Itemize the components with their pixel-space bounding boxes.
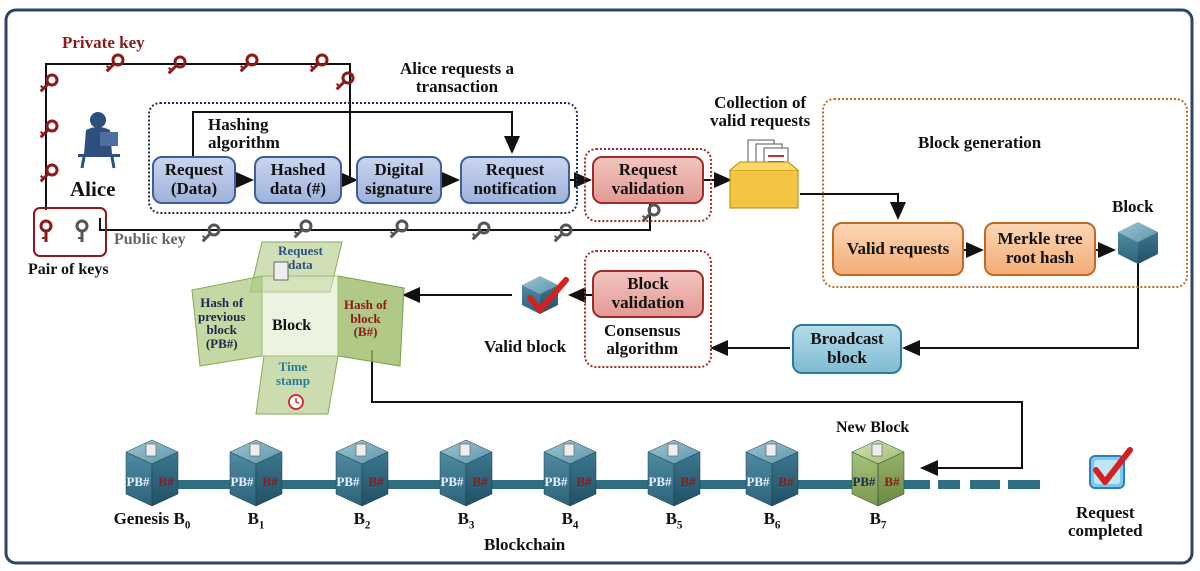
hash-block-label: Hash of block (B#) <box>344 297 387 340</box>
public-key-icon <box>293 219 313 239</box>
chain-block-cube: PB# B# <box>335 439 389 507</box>
b-hash-label: B# <box>884 474 900 489</box>
hash-to-chain-arrow <box>371 350 1023 476</box>
pb-hash-label: PB# <box>648 474 672 489</box>
block-center-label: Block <box>272 317 312 334</box>
merkle-tree-box: Merkle tree root hash <box>984 222 1096 276</box>
private-key-icon <box>105 53 125 73</box>
block-request-data-label: Request data <box>278 243 323 272</box>
private-key-icon <box>39 119 59 139</box>
b-hash-label: B# <box>680 474 696 489</box>
public-key-icon <box>201 223 221 243</box>
blockchain-title: Blockchain <box>484 535 566 554</box>
transaction-group <box>148 102 578 214</box>
chain-block-label: B2 <box>353 509 371 532</box>
request-notification-box: Request notification <box>460 156 570 204</box>
private-key-icon <box>239 53 259 73</box>
hashing-loop-arrow <box>192 111 520 158</box>
public-key-icon <box>553 223 573 243</box>
private-keys <box>39 53 355 242</box>
request-validation-box: Request validation <box>592 156 704 204</box>
pb-hash-label: PB# <box>746 474 770 489</box>
transaction-title: Alice requests a transaction <box>400 59 514 96</box>
valid-requests-box: Valid requests <box>832 222 964 276</box>
private-key-icon <box>39 73 59 93</box>
request-data-box: Request (Data) <box>152 156 236 204</box>
consensus-group <box>584 250 712 368</box>
broadcast-block-box: Broadcast block <box>792 324 902 374</box>
public-key-icon <box>471 221 491 241</box>
block-validation-box: Block validation <box>592 270 704 318</box>
hashed-data-box: Hashed data (#) <box>254 156 342 204</box>
public-keys <box>75 203 661 243</box>
collection-label: Collection of valid requests <box>710 93 811 130</box>
chain-block-label: B7 <box>869 509 887 532</box>
pb-hash-label: PB# <box>440 474 464 489</box>
time-stamp-label: Time stamp <box>276 359 310 388</box>
alice-label: Alice <box>70 177 116 201</box>
consensus-algorithm-label: Consensus algorithm <box>604 321 681 358</box>
private-key-icon <box>39 219 53 242</box>
request-validation-group <box>584 148 712 222</box>
valid-block-icon <box>522 276 569 314</box>
generated-block-icon <box>1118 222 1158 264</box>
block-generation-group <box>822 98 1188 288</box>
blockchain-cubes: PB# B# PB# B# PB# B# PB# B# PB# B# PB# B# PB# B… <box>125 439 905 507</box>
new-block-label: New Block <box>836 419 910 436</box>
pb-hash-label: PB# <box>336 474 360 489</box>
b-hash-label: B# <box>158 474 174 489</box>
chain-block-cube: PB# B# <box>745 439 799 507</box>
request-completed-icon <box>1089 447 1133 489</box>
chain-block-cube: PB# B# <box>647 439 701 507</box>
chain-block-label: B1 <box>247 509 265 532</box>
pb-hash-label: PB# <box>544 474 568 489</box>
b-hash-label: B# <box>778 474 794 489</box>
private-key-icon <box>309 53 329 73</box>
chain-block-label: B5 <box>665 509 683 532</box>
chain-block-cube: PB# B# <box>543 439 597 507</box>
pb-hash-label: PB# <box>126 474 150 489</box>
chain-block-cube: PB# B# <box>229 439 283 507</box>
valid-block-label: Valid block <box>484 337 567 356</box>
block-generation-title: Block generation <box>918 133 1042 152</box>
hash-prev-label: Hash of previous block (PB#) <box>198 295 246 351</box>
new-block-cube: PB# B# <box>851 439 905 507</box>
chain-bar <box>150 480 930 489</box>
block-structure-diagram <box>191 241 405 415</box>
alice-icon <box>78 112 120 169</box>
key-pair-box <box>33 207 107 257</box>
b-hash-label: B# <box>262 474 278 489</box>
chain-block-label: Genesis B0 <box>113 509 191 532</box>
chain-block-label: B3 <box>457 509 475 532</box>
b-hash-label: B# <box>368 474 384 489</box>
chain-block-label: B4 <box>561 509 579 532</box>
request-completed-label: Request completed <box>1068 503 1143 540</box>
b-hash-label: B# <box>472 474 488 489</box>
folder-icon <box>729 139 799 209</box>
hashing-algorithm-label: Hashing algorithm <box>208 115 280 152</box>
pair-of-keys-label: Pair of keys <box>28 261 109 278</box>
chain-block-cube: PB# B# <box>125 439 179 507</box>
public-key-icon <box>641 203 661 223</box>
private-key-icon <box>335 71 355 91</box>
public-key-icon <box>389 219 409 239</box>
pb-hash-label: PB# <box>852 474 876 489</box>
digital-signature-box: Digital signature <box>356 156 442 204</box>
public-key-label: Public key <box>114 231 186 248</box>
private-key-icon <box>39 163 59 183</box>
chain-block-cube: PB# B# <box>439 439 493 507</box>
pb-hash-label: PB# <box>230 474 254 489</box>
block-label: Block <box>1112 197 1154 216</box>
b-hash-label: B# <box>576 474 592 489</box>
private-key-label: Private key <box>62 33 145 52</box>
outer-frame <box>4 8 1194 565</box>
chain-block-label: B6 <box>763 509 781 532</box>
public-key-icon <box>75 219 89 242</box>
private-key-icon <box>167 55 187 75</box>
